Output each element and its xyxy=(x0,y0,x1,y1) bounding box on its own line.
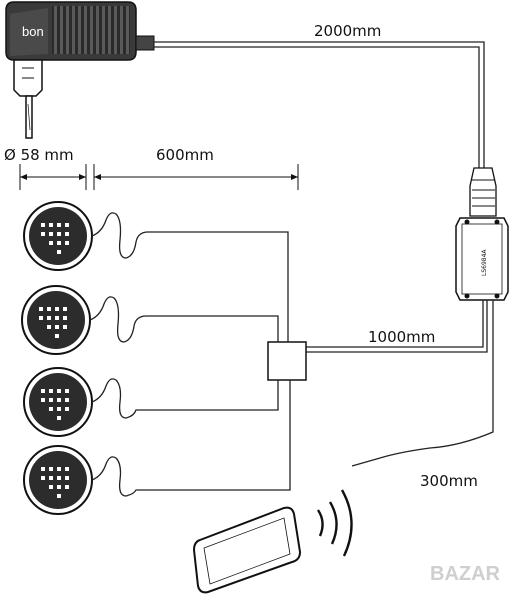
controller-cable xyxy=(306,300,488,353)
led-puck-2 xyxy=(21,285,279,355)
adapter-mark: bon xyxy=(22,24,44,39)
sensor-cable xyxy=(351,300,494,467)
controller-box: LS6984A xyxy=(455,217,509,301)
watermark-text: BAZAR xyxy=(430,563,501,585)
dimension-spacing: 600mm xyxy=(93,146,299,190)
led-puck-4 xyxy=(23,380,291,515)
remote-control xyxy=(192,506,302,594)
spacing-label: 600mm xyxy=(156,146,214,164)
dc-connector xyxy=(469,167,497,217)
adapter-cable xyxy=(154,41,485,168)
controller-model: LS6984A xyxy=(481,249,488,276)
led-puck-1 xyxy=(23,201,289,342)
watermark-logo: BAZAR xyxy=(430,563,501,585)
power-adapter: bon xyxy=(5,1,155,61)
signal-waves-icon xyxy=(316,489,353,557)
led-puck-3 xyxy=(23,367,279,437)
adapter-cable-length: 2000mm xyxy=(314,22,381,40)
controller-cable-length: 1000mm xyxy=(368,328,435,346)
dimension-diameter: Ø 58 mm xyxy=(4,146,87,190)
diameter-label: Ø 58 mm xyxy=(4,146,74,164)
sensor-cable-length: 300mm xyxy=(420,472,478,490)
plug-icon xyxy=(13,59,43,139)
junction-box xyxy=(267,341,307,381)
